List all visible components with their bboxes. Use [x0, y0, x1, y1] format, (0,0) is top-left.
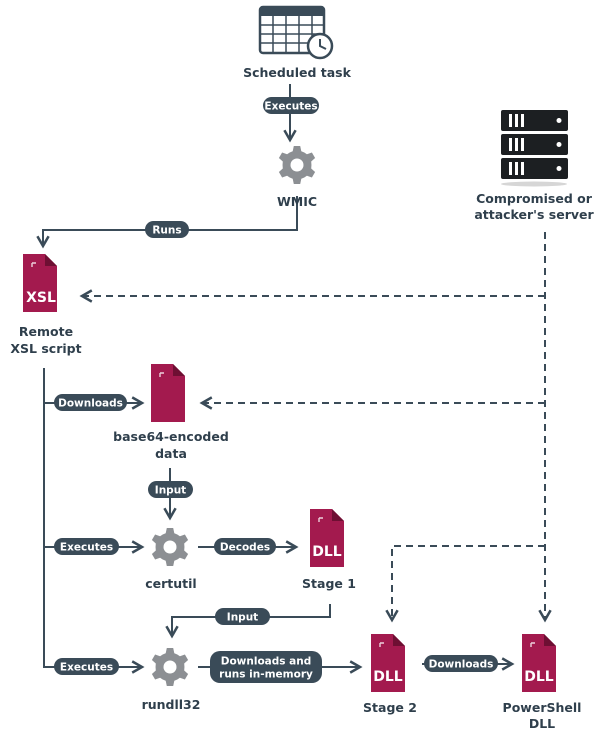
file-badge: DLL [524, 669, 554, 685]
node-stage2: DLL Stage 2 [363, 633, 417, 715]
pill-downloads-runs: Downloads and runs in-memory [210, 651, 322, 683]
edge-server-to-stage2 [385, 545, 545, 623]
node-certutil: certutil [145, 528, 197, 591]
server-rack-icon [501, 110, 568, 187]
pill-input-rundll: Input [215, 608, 270, 625]
pill-label: Runs [152, 225, 181, 237]
pill-label: Downloads [429, 659, 494, 671]
pill-label: runs in-memory [219, 669, 313, 681]
node-stage1: DLL Stage 1 [302, 508, 356, 591]
server-connectors [79, 232, 552, 623]
file-icon: DLL [309, 508, 345, 568]
node-label: Stage 2 [363, 700, 417, 715]
node-label: Stage 1 [302, 576, 356, 591]
pill-decodes: Decodes [214, 538, 276, 555]
file-badge: DLL [373, 669, 403, 685]
calendar-clock-icon [258, 5, 334, 60]
file-icon: XSL [22, 253, 58, 313]
node-label: Scheduled task [243, 65, 352, 80]
node-label: PowerShell [503, 700, 582, 715]
node-base64-data: base64-encoded data [113, 363, 229, 461]
node-scheduled-task: Scheduled task [243, 5, 352, 80]
node-label: data [155, 446, 187, 461]
pill-downloads-b64: Downloads [54, 394, 127, 411]
pill-label: Executes [60, 662, 113, 674]
pill-label: Downloads [58, 398, 123, 410]
pill-label: Input [227, 612, 258, 624]
node-label: WMIC [277, 194, 317, 209]
file-icon: DLL [370, 633, 406, 693]
pill-label: Decodes [220, 542, 270, 554]
node-label: certutil [145, 576, 196, 591]
pill-label: Executes [264, 101, 317, 113]
node-powershell-dll: DLL PowerShell DLL [503, 633, 582, 731]
node-rundll32: rundll32 [142, 648, 201, 712]
node-wmic: WMIC [277, 146, 317, 209]
node-label: rundll32 [142, 697, 201, 712]
pill-input-certutil: Input [148, 481, 193, 498]
node-label: Compromised or [476, 191, 593, 206]
file-icon [150, 363, 186, 423]
node-label: base64-encoded [113, 429, 229, 444]
node-label: DLL [529, 716, 555, 731]
gear-icon [278, 146, 316, 184]
file-icon: DLL [521, 633, 557, 693]
file-badge: XSL [26, 290, 56, 306]
gear-icon [151, 648, 189, 686]
node-server: Compromised or attacker's server [474, 110, 595, 222]
pill-runs: Runs [145, 221, 189, 238]
file-badge: DLL [312, 544, 342, 560]
connectors [36, 84, 515, 674]
pill-label: Downloads and [221, 656, 312, 668]
node-label: Remote [19, 324, 73, 339]
node-xsl-script: XSL Remote XSL script [10, 253, 82, 356]
pill-executes-certutil: Executes [54, 538, 119, 555]
node-label: attacker's server [474, 207, 594, 222]
pill-label: Input [155, 485, 186, 497]
gear-icon [151, 528, 189, 566]
pill-downloads-ps: Downloads [424, 655, 498, 672]
pill-executes-wmic: Executes [263, 97, 319, 114]
pill-label: Executes [60, 542, 113, 554]
pill-executes-rundll: Executes [54, 658, 119, 675]
node-label: XSL script [10, 341, 81, 356]
